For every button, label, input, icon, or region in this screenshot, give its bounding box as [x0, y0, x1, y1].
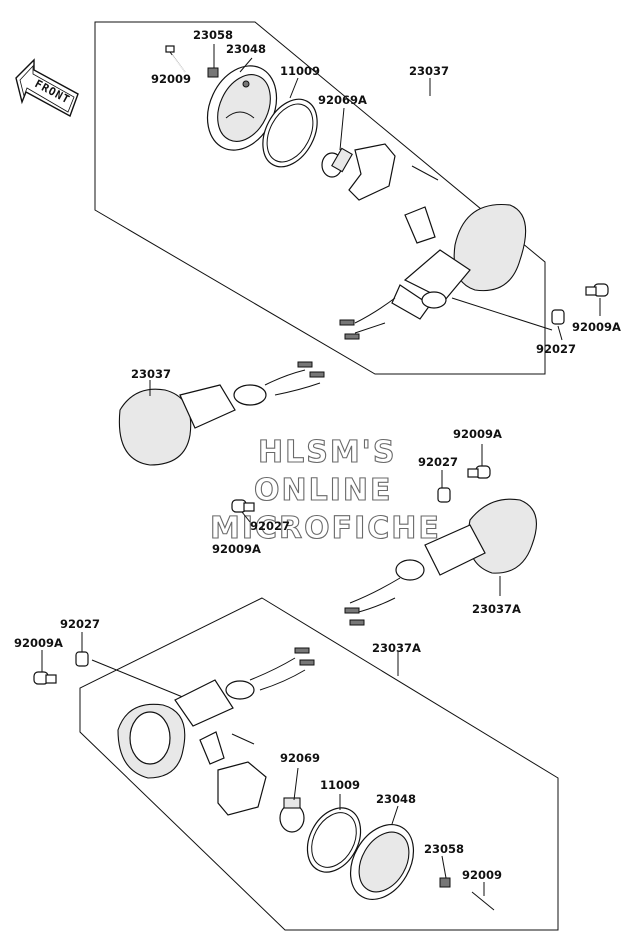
screw-92009a-right	[585, 283, 609, 297]
label-92009-lower: 92009	[462, 868, 502, 882]
signal-housing-upper	[339, 203, 527, 340]
leader-lines	[41, 44, 601, 896]
signal-housing-mid-left	[118, 361, 325, 466]
clip-top	[404, 206, 436, 244]
socket-bracket-lower	[217, 761, 267, 816]
label-23058-lower: 23058	[424, 842, 464, 856]
socket-bracket-top	[348, 143, 396, 201]
front-arrow-icon: FRONT	[15, 58, 79, 118]
signal-housing-mid-right	[344, 498, 537, 626]
label-23037a-mid: 23037A	[472, 602, 521, 616]
signal-housing-lower	[117, 647, 315, 779]
bulb-92069	[279, 797, 305, 833]
label-23037-top: 23037	[409, 64, 449, 78]
label-92027-lower: 92027	[60, 617, 100, 631]
screw-92009a-lower	[33, 671, 57, 685]
label-92069: 92069	[280, 751, 320, 765]
screw-92009a-mid-left	[231, 499, 255, 513]
nut-23058-top	[207, 67, 219, 78]
label-23048-top: 23048	[226, 42, 266, 56]
label-23037a-lower: 23037A	[372, 641, 421, 655]
svg-text:ONLINE: ONLINE	[254, 473, 393, 508]
label-92009a-mid: 92009A	[453, 427, 502, 441]
small-screw-lower	[231, 733, 255, 745]
label-92009a-right: 92009A	[572, 320, 621, 334]
label-11009-lower: 11009	[320, 778, 360, 792]
lens-23048-lower	[349, 824, 415, 900]
label-23048-lower: 23048	[376, 792, 416, 806]
svg-text:MICROFICHE: MICROFICHE	[210, 511, 441, 546]
lens-23048-top	[206, 65, 278, 151]
assembly-box-23037	[94, 21, 546, 375]
label-92027-mid-left: 92027	[250, 519, 290, 533]
washer-92027-lower	[75, 651, 89, 667]
assembly-box-23037a	[79, 597, 559, 931]
washer-92027-mid	[437, 487, 451, 503]
label-92027-mid: 92027	[418, 455, 458, 469]
screw-92009a-mid	[467, 465, 491, 479]
small-screw-top	[411, 165, 439, 181]
label-23037-mid: 23037	[131, 367, 171, 381]
nut-23058-lower	[439, 877, 451, 888]
label-92027-right: 92027	[536, 342, 576, 356]
part-labels: 23058 23048 92009 11009 23037 92069A 920…	[14, 28, 621, 882]
label-23058-top: 23058	[193, 28, 233, 42]
label-92009a-mid-left: 92009A	[212, 542, 261, 556]
svg-text:HLSM'S: HLSM'S	[258, 435, 396, 470]
label-11009-top: 11009	[280, 64, 320, 78]
watermark: HLSM'S ONLINE MICROFICHE	[209, 434, 441, 546]
clip-lower	[199, 731, 225, 765]
bulb-92069a	[321, 147, 353, 178]
screw-92009-lower	[471, 891, 495, 911]
label-92009a-lower: 92009A	[14, 636, 63, 650]
washer-92027-right	[551, 309, 565, 325]
label-92009-top: 92009	[151, 72, 191, 86]
gasket-11009-top	[262, 98, 318, 168]
screw-92009-top	[165, 45, 186, 73]
label-92069a: 92069A	[318, 93, 367, 107]
